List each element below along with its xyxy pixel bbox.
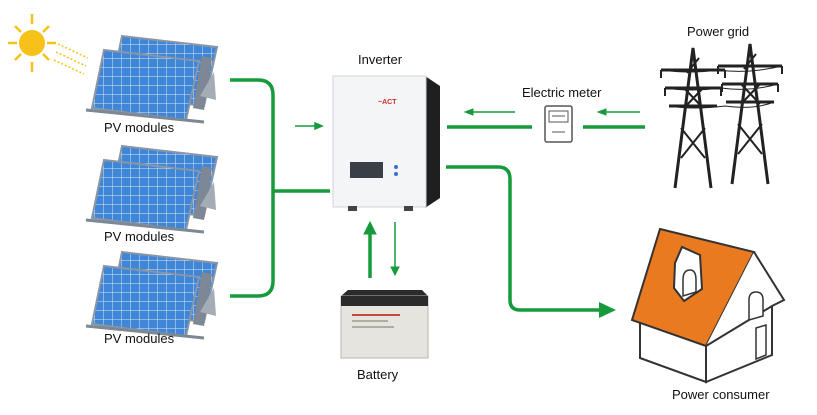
label-power-consumer: Power consumer xyxy=(672,387,770,402)
label-pv-modules-3: PV modules xyxy=(104,331,175,346)
label-inverter: Inverter xyxy=(358,52,403,67)
battery-icon xyxy=(340,290,429,359)
sun-icon xyxy=(8,14,89,75)
battery-flow-arrows xyxy=(363,220,400,278)
pv-modules-1 xyxy=(86,36,217,122)
arrow-to-house xyxy=(599,302,616,318)
svg-text:~ACT: ~ACT xyxy=(378,99,397,106)
house-icon xyxy=(630,227,786,384)
inverter-icon: ~ACT xyxy=(332,75,440,211)
inverter-to-house-line xyxy=(446,165,600,312)
label-battery: Battery xyxy=(357,367,399,382)
label-power-grid: Power grid xyxy=(687,24,750,39)
arrow-pv-to-inverter xyxy=(295,121,324,131)
grid-to-inverter-line xyxy=(447,108,645,129)
label-pv-modules-2: PV modules xyxy=(104,229,175,244)
pv-combiner-lines xyxy=(230,78,330,298)
pv-modules-3 xyxy=(86,252,217,338)
transmission-tower-icon xyxy=(659,42,784,190)
label-electric-meter: Electric meter xyxy=(522,85,602,100)
label-pv-modules-1: PV modules xyxy=(104,120,175,135)
electric-meter-icon xyxy=(544,105,573,143)
pv-modules-2 xyxy=(86,146,217,232)
